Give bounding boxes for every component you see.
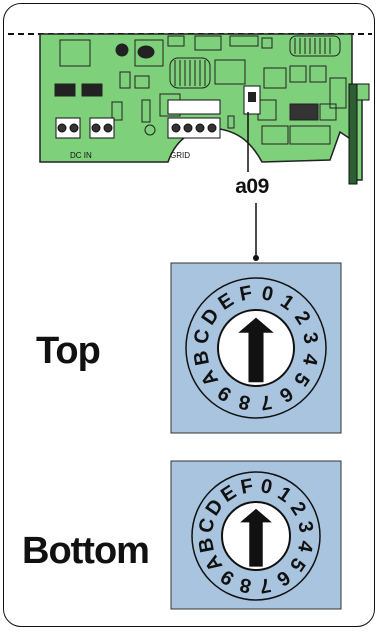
dial-digit-C: C xyxy=(190,327,215,346)
bottom-switch-label: Bottom xyxy=(22,530,150,572)
dial-arrow-icon xyxy=(238,317,274,383)
dial-digit-8: 8 xyxy=(237,390,252,414)
dial-digit-0: 0 xyxy=(260,282,275,306)
connector-label-grid: GRID xyxy=(170,151,190,160)
top-switch-label: Top xyxy=(36,330,101,372)
dial-digit-B: B xyxy=(195,536,219,554)
jumper-label: a09 xyxy=(235,175,269,198)
dial-digit-F: F xyxy=(239,475,255,499)
outer-frame xyxy=(3,3,375,627)
pcb-components xyxy=(54,35,347,145)
side-connector xyxy=(356,83,370,101)
side-bracket xyxy=(348,83,358,185)
terminal-blocks xyxy=(55,99,221,139)
dial-digit-3: 3 xyxy=(298,331,322,346)
dial-digit-F: F xyxy=(238,282,254,306)
dial-digit-8: 8 xyxy=(238,573,253,597)
dial-digit-3: 3 xyxy=(293,519,317,534)
dial-digit-B: B xyxy=(190,349,214,367)
dial-digit-C: C xyxy=(195,516,220,535)
dial-digit-0: 0 xyxy=(259,475,274,499)
dial-digit-7: 7 xyxy=(259,390,274,414)
connector-label-dc-in: DC IN xyxy=(70,151,92,160)
dial-arrow-icon xyxy=(240,508,272,567)
dial-digit-7: 7 xyxy=(258,573,273,597)
leader-dot xyxy=(253,255,259,261)
